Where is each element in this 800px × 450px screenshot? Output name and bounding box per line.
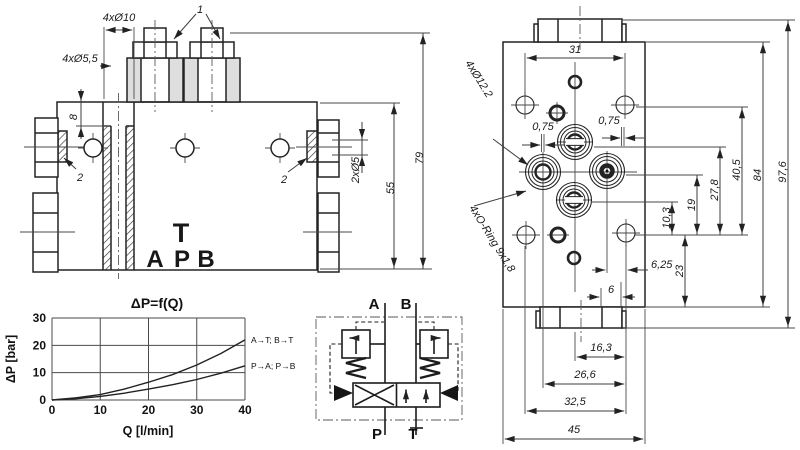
dim-label-4xd55: 4xØ5,5 [62, 53, 98, 65]
port-label-t: T [173, 218, 190, 248]
x-tick: 40 [238, 403, 252, 417]
dim-label-31: 31 [569, 44, 581, 56]
hex-plug-right-top [296, 119, 352, 178]
dim-label-625: 6,25 [651, 259, 673, 271]
curve-label: P→A; P→B [251, 361, 296, 371]
schematic-port-t: T [408, 426, 417, 443]
top-view-dimensions [473, 19, 795, 444]
chart-ylabel: ΔP [bar] [4, 335, 18, 383]
schematic-port-a: A [369, 296, 380, 313]
port-center-dot [605, 169, 609, 173]
y-tick: 0 [39, 393, 46, 407]
dim-label-103: 10,3 [661, 206, 673, 228]
dim-label-oring: 4xO-Ring 9x1,8 [466, 203, 517, 275]
y-tick: 30 [33, 311, 47, 325]
dim-label-4xd10: 4xØ10 [103, 12, 136, 24]
chart-curve [51, 339, 246, 401]
dim-label-278: 27,8 [709, 178, 721, 201]
dim-label-8: 8 [68, 113, 80, 120]
front-view-drawing: 4xØ10 4xØ5,5 8 1 2 2 2xØ5 55 79 T A P B [20, 4, 432, 279]
hydraulic-schematic: A B P T [315, 296, 463, 443]
y-tick: 20 [33, 338, 47, 352]
chart-title: ΔP=f(Q) [131, 295, 183, 311]
x-tick: 20 [142, 403, 156, 417]
port-label-p: P [174, 246, 190, 273]
relief-valve-cartridge [126, 20, 184, 112]
x-tick: 0 [49, 403, 56, 417]
dim-label-266: 26,6 [573, 369, 596, 381]
port-label-b: B [197, 246, 214, 273]
pressure-drop-chart: ΔP=f(Q) ΔP [bar] Q [l/min] 0 10 20 30 40 0 10 2… [4, 295, 296, 438]
schematic-lines [341, 303, 449, 435]
chart-curve [51, 365, 246, 401]
centerlines [511, 53, 640, 414]
x-tick: 10 [94, 403, 108, 417]
hex-plug-left-top [24, 117, 88, 178]
dim-label-163: 16,3 [590, 342, 612, 354]
dim-label-23: 23 [674, 264, 686, 278]
dim-label-19: 19 [686, 199, 698, 211]
dim-label-075-left: 0,75 [532, 121, 554, 133]
chart-xlabel: Q [l/min] [123, 424, 174, 438]
hex-plug-left-bottom [20, 192, 75, 273]
y-tick: 10 [33, 366, 47, 380]
callout-2-right: 2 [280, 174, 287, 186]
dim-label-45: 45 [568, 424, 581, 436]
dim-label-79: 79 [414, 152, 426, 164]
port-label-a: A [146, 246, 163, 273]
callout-1: 1 [197, 4, 203, 16]
dim-label-325: 32,5 [564, 396, 586, 408]
dim-label-84: 84 [752, 169, 764, 181]
face-holes [78, 133, 295, 163]
dim-label-6: 6 [608, 284, 615, 296]
schematic-port-b: B [401, 296, 412, 313]
dim-label-55: 55 [385, 181, 397, 194]
callout-2-left: 2 [76, 172, 83, 184]
dim-label-976: 97,6 [777, 160, 789, 182]
dim-label-405: 40,5 [731, 158, 743, 180]
plug-slots [565, 138, 584, 204]
schematic-boundary [315, 316, 463, 421]
curve-label: A→T; B→T [251, 335, 294, 345]
ports [515, 74, 636, 266]
relief-valve-cartridge [183, 20, 241, 112]
schematic-port-p: P [372, 426, 382, 443]
dim-label-075-right: 0,75 [598, 115, 620, 127]
dim-label-2xd5: 2xØ5 [350, 156, 362, 184]
x-tick: 30 [190, 403, 204, 417]
actuator-arrow-left [334, 385, 353, 401]
actuator-arrow-right [440, 385, 458, 401]
dim-label-bore: 4xØ12.2 [462, 58, 494, 100]
counterbore-section [102, 93, 135, 279]
top-view-drawing: 31 0,75 0,75 4xØ12.2 4xO-Ring 9x1,8 10,3… [462, 6, 795, 444]
front-view-dimensions [63, 13, 432, 270]
hex-plug-right-bottom [303, 192, 352, 273]
